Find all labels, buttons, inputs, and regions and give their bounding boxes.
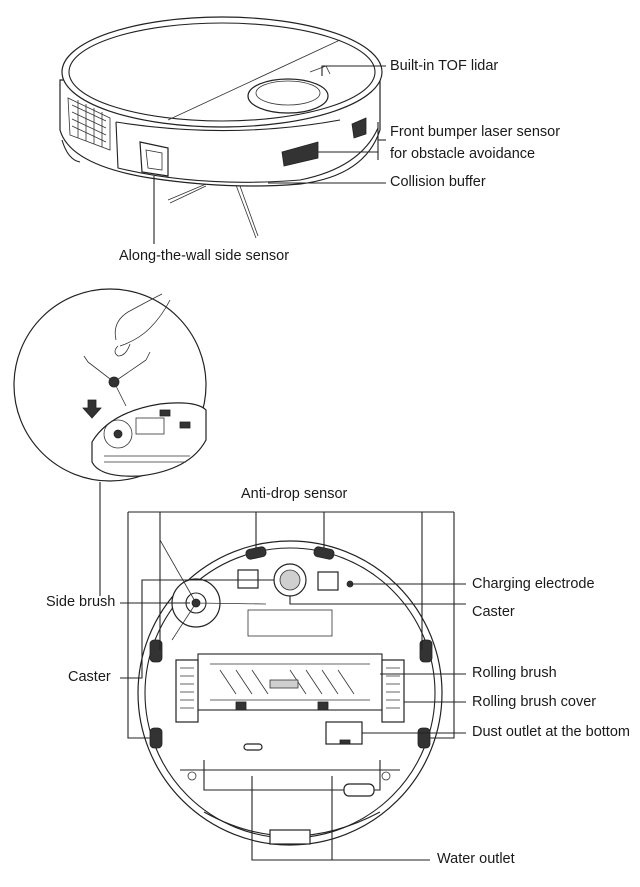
top-leader-lines: [153, 65, 386, 244]
side-vent-grille: [67, 97, 111, 151]
rolling-brush-assembly: [175, 653, 405, 723]
label-anti-drop-sensor: Anti-drop sensor: [241, 486, 348, 502]
label-rolling-brush-cover: Rolling brush cover: [472, 694, 597, 710]
robot-top-view: [59, 16, 383, 239]
dust-outlet: [325, 721, 363, 745]
label-caster-left: Caster: [68, 669, 111, 685]
label-rolling-brush: Rolling brush: [472, 665, 557, 681]
wall-sensor-window: [139, 141, 169, 177]
label-side-brush: Side brush: [46, 594, 116, 610]
label-dust-outlet: Dust outlet at the bottom: [472, 724, 630, 740]
label-collision-buffer: Collision buffer: [390, 174, 486, 190]
label-caster-right: Caster: [472, 604, 515, 620]
label-water-outlet: Water outlet: [437, 851, 515, 867]
lidar-dome: [247, 65, 331, 114]
front-caster: [237, 563, 354, 597]
robot-bottom-view: [137, 539, 443, 846]
side-brush-install-detail: [13, 288, 207, 482]
bumper-sensor-window: [281, 141, 319, 167]
side-brush-hub: [159, 539, 267, 641]
label-along-the-wall-side-sensor: Along-the-wall side sensor: [119, 248, 290, 264]
label-charging-electrode: Charging electrode: [472, 576, 595, 592]
label-built-in-tof-lidar: Built-in TOF lidar: [390, 58, 499, 74]
bottom-leader-lines: [120, 511, 466, 861]
label-front-bumper-sensor-line1: Front bumper laser sensor: [390, 124, 561, 140]
label-front-bumper-sensor-line2: for obstacle avoidance: [390, 146, 536, 162]
anti-drop-sensor-slots: [149, 546, 433, 749]
